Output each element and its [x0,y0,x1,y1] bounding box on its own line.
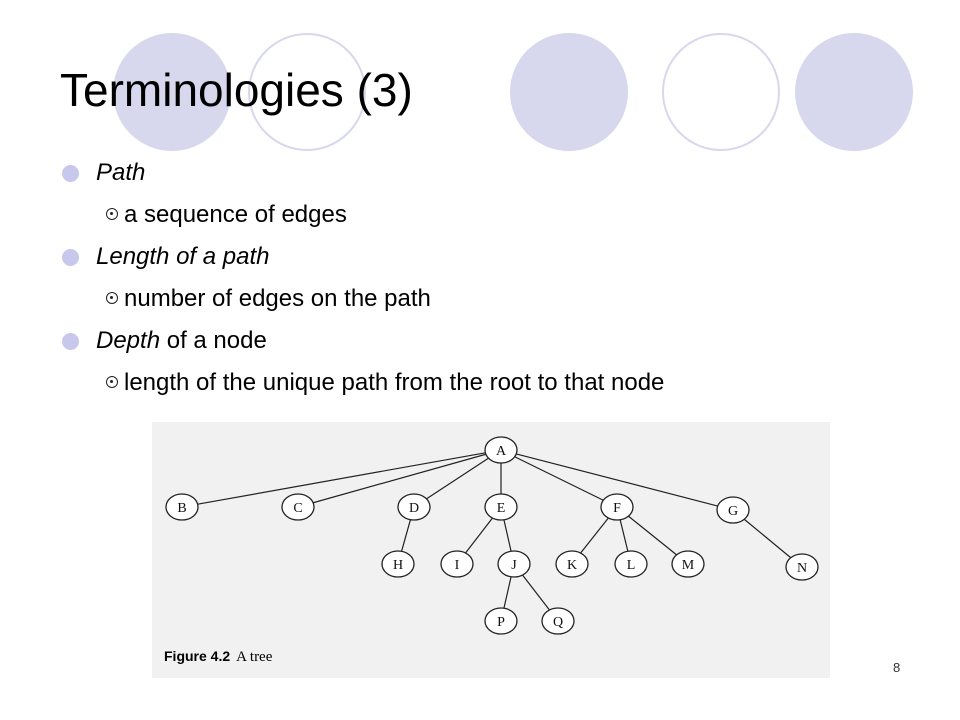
tree-node-label-K: K [567,558,577,573]
tree-edge-J-Q [522,574,550,611]
sub-bullet-length: number of edges on the path [60,278,920,320]
page-number: 8 [893,660,901,675]
tree-node-E [484,493,518,521]
bullet-term: Depth [96,327,161,354]
bullet-list: Path a sequence of edges Length of a pat… [60,152,920,404]
bullet-length: Length of a path [60,236,920,278]
tree-node-B [165,493,199,521]
tree-edge-A-B [197,452,486,505]
tree-node-label-H: H [393,558,403,573]
tree-node-N [785,553,819,581]
sub-bullet-icon [106,292,118,304]
decor-circle-5 [795,33,913,151]
tree-node-label-C: C [293,501,302,516]
tree-diagram: A B C D E F G H I J K L M N P Q [165,436,819,635]
tree-node-label-E: E [497,501,506,516]
tree-node-H [381,550,415,578]
bullet-dot-icon [62,249,79,266]
tree-node-A [484,436,518,464]
decor-circle-1 [113,33,231,151]
tree-edge-A-G [516,453,718,507]
tree-node-label-I: I [455,558,460,573]
tree-node-K [555,550,589,578]
sub-bullet-path: a sequence of edges [60,194,920,236]
decor-circle-4 [662,33,780,151]
tree-edge-J-P [503,576,512,609]
tree-edge-D-H [400,519,412,552]
decor-circle-3 [510,33,628,151]
tree-figure: A B C D E F G H I J K L M N P Q Figure 4.2 A tree [152,422,830,678]
tree-node-L [614,550,648,578]
tree-node-label-B: B [177,501,186,516]
tree-node-M [671,550,705,578]
tree-node-label-G: G [728,504,738,519]
tree-node-label-D: D [409,501,419,516]
tree-node-label-M: M [682,558,695,573]
tree-node-P [484,607,518,635]
sub-bullet-depth: length of the unique path from the root … [60,362,920,404]
tree-edge-F-L [619,519,629,552]
tree-node-J [497,550,531,578]
bullet-dot-icon [62,333,79,350]
bullet-depth: Depth of a node [60,320,920,362]
sub-bullet-text: number of edges on the path [124,285,431,312]
figure-text: A tree [236,649,273,665]
decor-circle-2 [248,33,366,151]
bullet-term: Path [96,159,146,186]
bullet-term: Length of a path [96,243,270,270]
bullet-dot-icon [62,165,79,182]
bullet-rest: of a node [160,327,267,354]
tree-node-label-P: P [497,615,505,630]
tree-node-G [716,496,750,524]
tree-edge-F-M [628,515,677,556]
sub-bullet-icon [106,376,118,388]
tree-node-Q [541,607,575,635]
tree-edge-E-J [503,519,512,552]
sub-bullet-text: a sequence of edges [124,201,347,228]
sub-bullet-icon [106,208,118,220]
tree-node-label-L: L [627,558,636,573]
tree-node-I [440,550,474,578]
figure-caption: Figure 4.2 A tree [164,648,272,666]
tree-edge-A-C [312,453,487,504]
tree-edge-F-K [580,517,609,554]
tree-node-D [397,493,431,521]
tree-edge-A-D [426,457,489,500]
tree-node-F [600,493,634,521]
figure-label: Figure 4.2 [164,648,231,664]
slide-title: Terminologies (3) [60,64,413,116]
tree-edge-E-I [465,517,493,554]
tree-node-label-N: N [797,561,807,576]
tree-node-C [281,493,315,521]
sub-bullet-text: length of the unique path from the root … [124,369,665,396]
tree-edge-A-F [514,456,604,501]
tree-edge-G-N [743,518,792,559]
bullet-path: Path [60,152,920,194]
tree-node-label-A: A [496,444,507,459]
tree-node-label-J: J [511,558,517,573]
tree-node-label-F: F [613,501,621,516]
tree-node-label-Q: Q [553,615,563,630]
